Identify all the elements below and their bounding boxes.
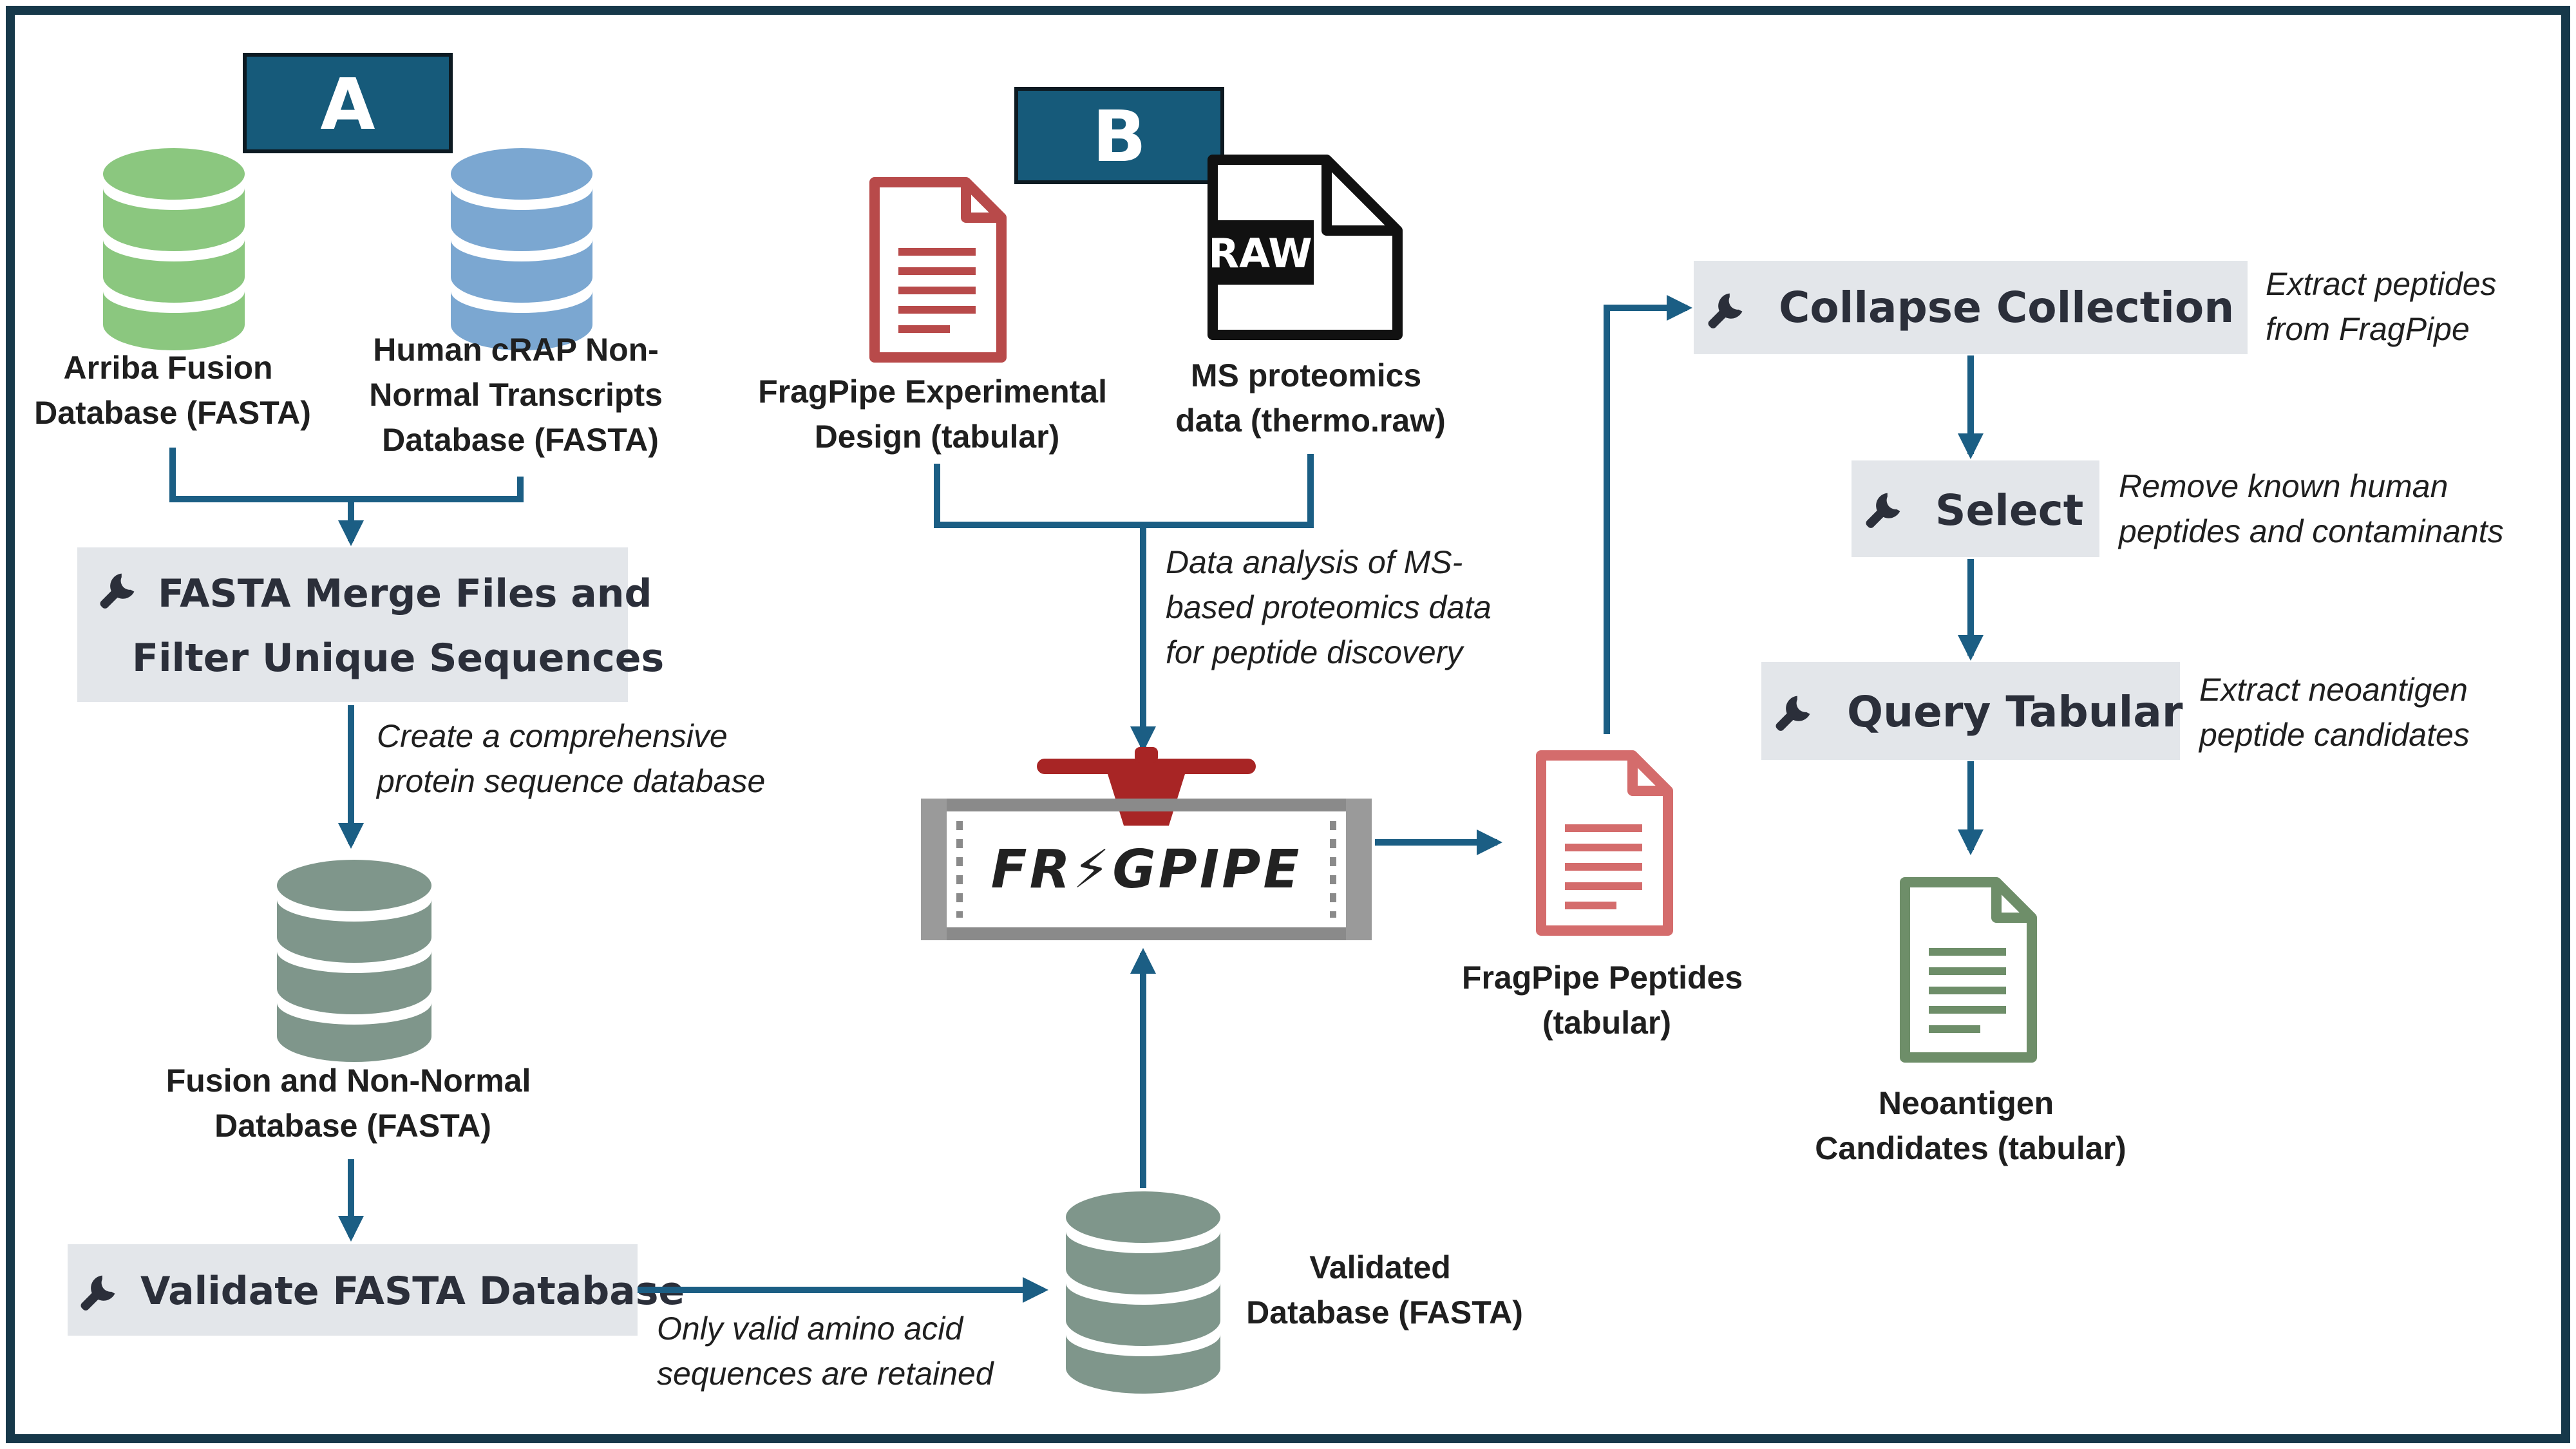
panel-b-label: B: [1014, 87, 1224, 184]
collapse-tool-label: Collapse Collection: [1779, 283, 2234, 332]
fragpipe-logo-text: FR⚡GPIPE: [991, 839, 1302, 900]
query-note: Extract neoantigen peptide candidates: [2198, 672, 2477, 753]
raw-badge-label: RAW: [1208, 230, 1312, 277]
peptides-document-icon: [1536, 750, 1673, 936]
query-tabular-tool-box[interactable]: Query Tabular: [1761, 662, 2183, 760]
merge-connector: [169, 448, 524, 502]
crap-database-icon: [451, 148, 592, 350]
raw-file-icon: RAW: [1208, 155, 1403, 340]
peptides-label: FragPipe Peptides (tabular): [1462, 960, 1752, 1041]
validated-db-label: Validated Database (FASTA): [1246, 1249, 1523, 1331]
fragpipe-tool-logo[interactable]: FR⚡GPIPE: [921, 747, 1372, 940]
validate-tool-label: Validate FASTA Database: [140, 1269, 685, 1314]
merge-note: Create a comprehensive protein sequence …: [375, 718, 765, 799]
neoantigen-label: Neoantigen Candidates (tabular): [1815, 1085, 2126, 1166]
svg-text:B: B: [1092, 95, 1146, 178]
fusion-database-icon: [277, 860, 431, 1062]
crap-label: Human cRAP Non- Normal Transcripts Datab…: [369, 332, 672, 458]
query-tool-label: Query Tabular: [1847, 687, 2183, 737]
validate-fasta-tool-box[interactable]: Validate FASTA Database: [68, 1244, 685, 1336]
select-tool-box[interactable]: Select: [1852, 460, 2099, 557]
fasta-merge-tool-box[interactable]: FASTA Merge Files and Filter Unique Sequ…: [77, 547, 665, 702]
frame-border: [6, 6, 2570, 1443]
svg-text:A: A: [320, 63, 375, 146]
select-tool-label: Select: [1935, 486, 2083, 535]
arrow-to-collapse: [1604, 295, 1692, 734]
arriba-database-icon: [103, 148, 245, 350]
design-document-icon: [869, 177, 1007, 363]
collapse-collection-tool-box[interactable]: Collapse Collection: [1694, 261, 2248, 354]
fragpipe-note: Data analysis of MS- based proteomics da…: [1166, 544, 1501, 670]
collapse-note: Extract peptides from FragPipe: [2266, 266, 2505, 347]
merge-tool-label: FASTA Merge Files and Filter Unique Sequ…: [132, 571, 665, 681]
neoantigen-document-icon: [1900, 877, 2037, 1063]
fragpipe-input-connector: [934, 454, 1314, 528]
validated-database-icon: [1066, 1191, 1220, 1394]
panel-a-label: A: [243, 53, 453, 153]
select-note: Remove known human peptides and contamin…: [2117, 468, 2504, 549]
arriba-label: Arriba Fusion Database (FASTA): [34, 350, 311, 431]
validate-note: Only valid amino acid sequences are reta…: [657, 1311, 995, 1392]
fusion-db-label: Fusion and Non-Normal Database (FASTA): [166, 1063, 540, 1144]
ms-data-label: MS proteomics data (thermo.raw): [1175, 357, 1446, 439]
design-label: FragPipe Experimental Design (tabular): [758, 374, 1116, 455]
